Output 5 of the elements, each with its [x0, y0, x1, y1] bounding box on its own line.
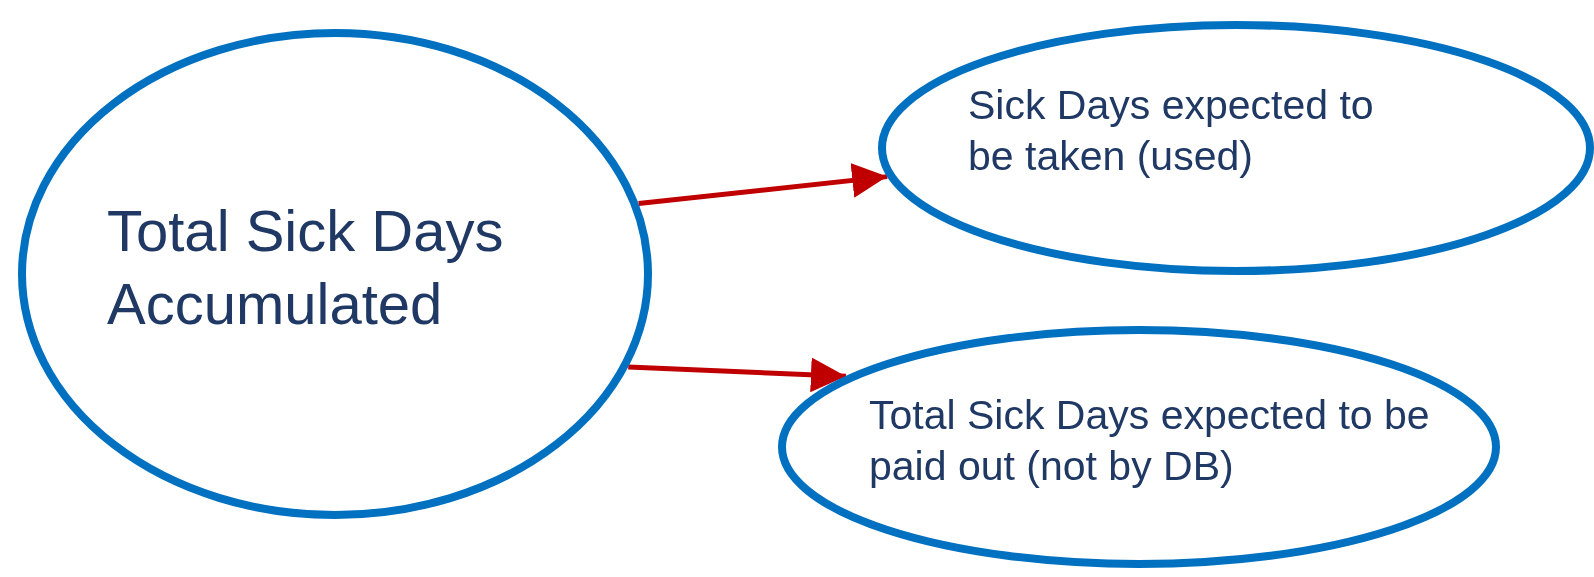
arrow	[638, 163, 888, 206]
node-text: Total Sick Days expected to be paid out (not by DB)	[869, 391, 1431, 492]
arrow	[628, 357, 846, 393]
node-text: Total Sick Days Accumulated	[107, 197, 505, 338]
node-text: Sick Days expected to be taken (used)	[968, 81, 1375, 182]
